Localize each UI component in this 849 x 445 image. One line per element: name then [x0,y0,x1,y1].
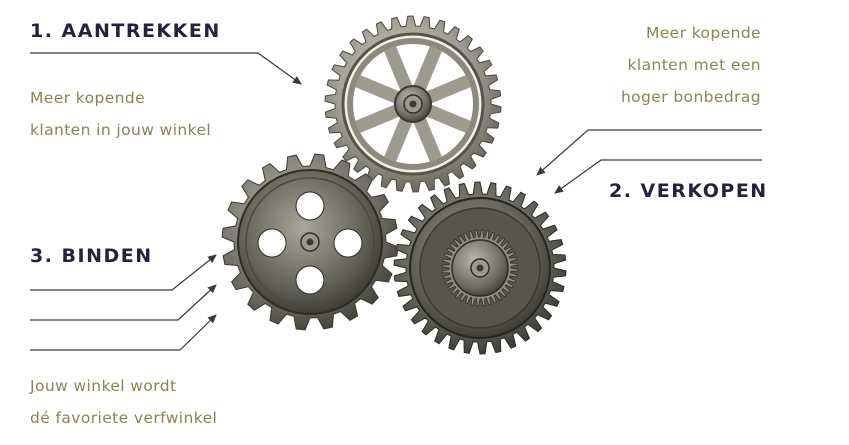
step-binden-heading: 3. BINDEN [30,245,153,267]
gear-spoke [413,116,443,162]
gear-spoke [425,74,471,104]
gear-top-icon [324,15,502,193]
gear-left-icon [221,153,399,331]
gear-spoke [383,46,413,92]
step-verkopen-description: Meer kopende klanten met een hoger bonbe… [621,17,761,113]
verkopen-connector [536,129,762,194]
gear-spoke [355,74,401,104]
gear-spoke [383,116,413,162]
gear-spoke [413,46,443,92]
step-verkopen-heading: 2. VERKOPEN [609,180,768,202]
aantrekken-connector [30,52,302,85]
description-line: Meer kopende [30,89,146,107]
description-line: dé favoriete verfwinkel [30,409,218,427]
step-aantrekken-heading: 1. AANTREKKEN [30,20,221,42]
gear-spoke [425,104,471,134]
description-line: klanten met een [627,56,761,74]
gear-spoke [355,104,401,134]
step-binden-description: Jouw winkel wordt dé favoriete verfwinke… [30,370,217,434]
step-aantrekken-description: Meer kopende klanten in jouw winkel [30,82,211,146]
description-line: Jouw winkel wordt [30,377,177,395]
gear-right-icon [393,181,567,355]
description-line: hoger bonbedrag [620,88,761,106]
binden-connector [30,254,217,351]
description-line: Meer kopende [645,24,761,42]
description-line: klanten in jouw winkel [30,121,212,139]
